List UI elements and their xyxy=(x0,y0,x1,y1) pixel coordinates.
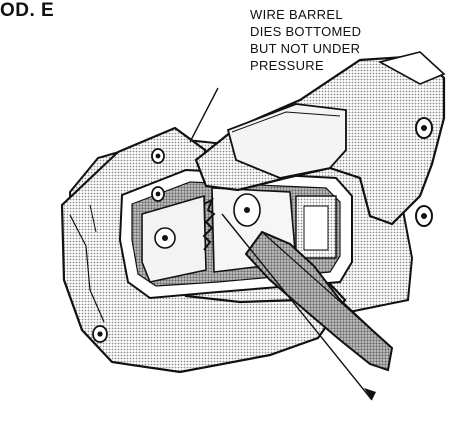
callout-line-4: PRESSURE xyxy=(250,58,324,73)
wire-barrel-dies xyxy=(202,197,216,251)
callout-line-3: BUT NOT UNDER xyxy=(250,41,361,56)
callout-text: WIRE BARREL DIES BOTTOMED BUT NOT UNDER … xyxy=(250,6,361,74)
callout-leader xyxy=(189,87,219,143)
handle-tip xyxy=(377,51,446,85)
figure-label: OD. E xyxy=(0,0,55,21)
callout-line-1: WIRE BARREL xyxy=(250,7,343,22)
callout-line-2: DIES BOTTOMED xyxy=(250,24,362,39)
die-pointer-arrow xyxy=(221,213,373,401)
